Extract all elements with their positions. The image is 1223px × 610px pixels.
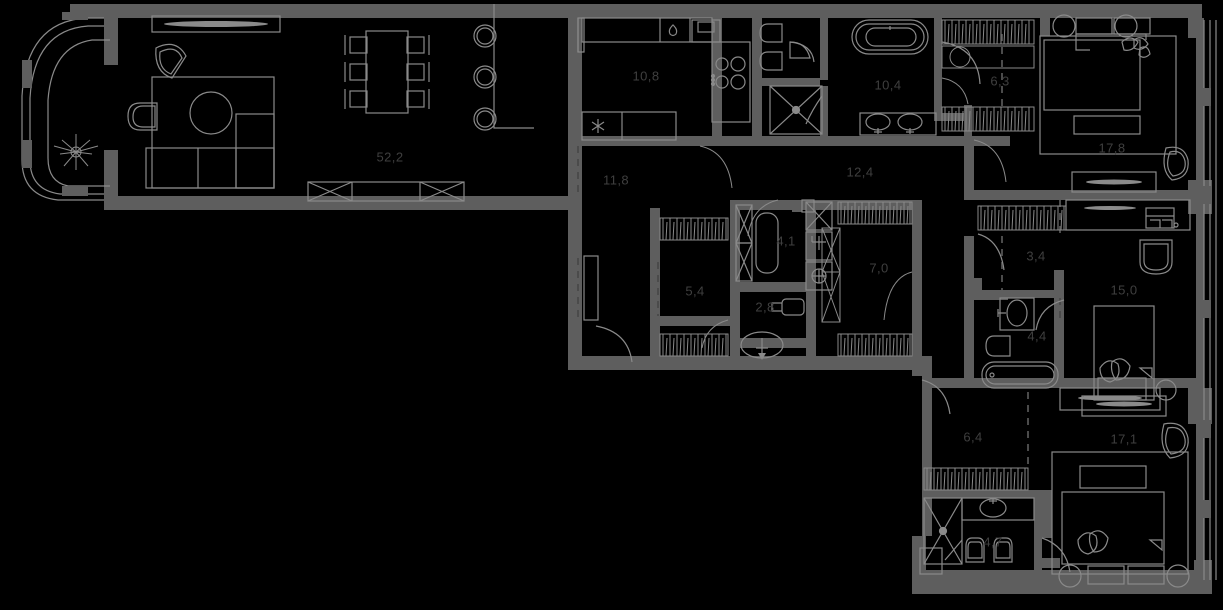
bathroom-104-fixtures	[851, 19, 981, 136]
area-label-kitchen: 10,8	[632, 68, 660, 84]
wardrobe-63-hatch	[941, 19, 1035, 183]
shower-cabin-top	[769, 85, 823, 135]
dining-set	[344, 30, 430, 114]
balcony-west-wall-marks	[22, 12, 88, 196]
balcony-east-marks	[1203, 88, 1211, 518]
area-label-bathroom-second: 4,4	[1027, 328, 1047, 344]
storage-70-hatch	[821, 201, 913, 357]
area-label-wardrobe-north: 6,3	[990, 73, 1010, 89]
bedroom-178-furniture	[1039, 14, 1189, 193]
area-label-laundry: 4,1	[776, 233, 796, 249]
area-label-hall-entry: 11,8	[603, 172, 629, 188]
corridor-124-doors	[699, 145, 779, 237]
bar-counter	[473, 4, 534, 131]
area-label-corridor-south: 6,4	[963, 429, 983, 445]
walls	[70, 4, 1212, 594]
area-label-wardrobe-west: 5,4	[685, 283, 705, 299]
area-label-guest-wc: 2,8	[755, 299, 775, 315]
area-label-bedroom-north: 17,8	[1098, 140, 1126, 156]
bedroom-171-furniture	[1051, 387, 1190, 588]
bathroom-47-fixtures	[919, 497, 1071, 575]
area-label-storage-east: 7,0	[869, 260, 889, 276]
area-label-corridor-central: 12,4	[846, 164, 874, 180]
wardrobe-54-hatch	[659, 217, 729, 357]
entry-door-swings	[583, 255, 633, 363]
wc-28-fixtures	[740, 298, 805, 360]
area-label-bathroom-third: 4,7	[983, 534, 1003, 550]
area-label-bedroom-east: 15,0	[1110, 282, 1138, 298]
balcony-west	[21, 17, 110, 201]
wc-fixtures-top	[759, 23, 815, 71]
south-zone-fixtures	[921, 379, 1029, 491]
kitchen-fixtures	[577, 17, 751, 141]
area-label-master-bathroom: 10,4	[874, 77, 902, 93]
area-label-living-dining-kitchen: 52,2	[376, 149, 404, 165]
laundry-41-fixtures	[735, 199, 833, 291]
east-zone-fixtures	[977, 199, 1191, 389]
living-storage	[307, 181, 465, 202]
living-room-furniture	[53, 15, 281, 189]
area-label-corridor-east: 3,4	[1026, 248, 1046, 264]
area-label-bedroom-south: 17,1	[1110, 431, 1138, 447]
